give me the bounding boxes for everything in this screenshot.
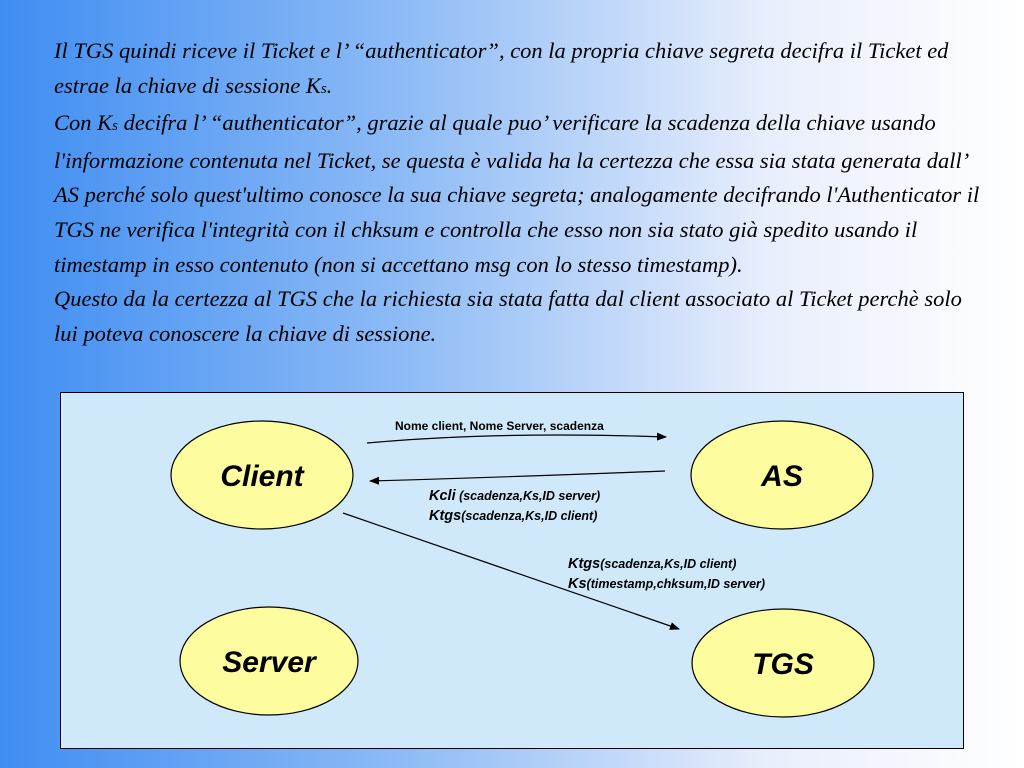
msg-client-to-tgs-line1: Ktgs(scadenza,Ks,ID client) [568, 556, 736, 572]
paragraph-2: Con Ks decifra l’ “authenticator”, grazi… [54, 110, 980, 277]
diagram-canvas: Client AS Server TGS Nome client, Nome S… [170, 419, 875, 718]
arrow-client-to-as [366, 432, 667, 444]
server-node [179, 606, 359, 716]
tgs-label: TGS [752, 648, 814, 681]
arrow-client-to-tgs [342, 512, 680, 630]
client-node [170, 420, 354, 530]
msg-client-to-tgs-line2: Ks(timestamp,chksum,ID server) [568, 576, 765, 592]
explanation-text: Il TGS quindi riceve il Ticket e l’ “aut… [54, 34, 984, 351]
tgs-node [691, 608, 875, 718]
server-label: Server [222, 646, 318, 679]
arrow-as-to-client [369, 470, 666, 485]
as-label: AS [760, 460, 803, 493]
kerberos-diagram: Client AS Server TGS Nome client, Nome S… [60, 392, 964, 749]
paragraph-3: Questo da la certezza al TGS che la rich… [54, 286, 962, 346]
msg-as-to-client-line2: Ktgs(scadenza,Ks,ID client) [429, 508, 597, 524]
paragraph-1: Il TGS quindi riceve il Ticket e l’ “aut… [54, 38, 949, 98]
msg-as-to-client-line1: Kcli (scadenza,Ks,ID server) [429, 488, 600, 504]
as-node [690, 420, 874, 530]
client-label: Client [220, 460, 305, 493]
msg-client-to-as: Nome client, Nome Server, scadenza [395, 419, 604, 433]
